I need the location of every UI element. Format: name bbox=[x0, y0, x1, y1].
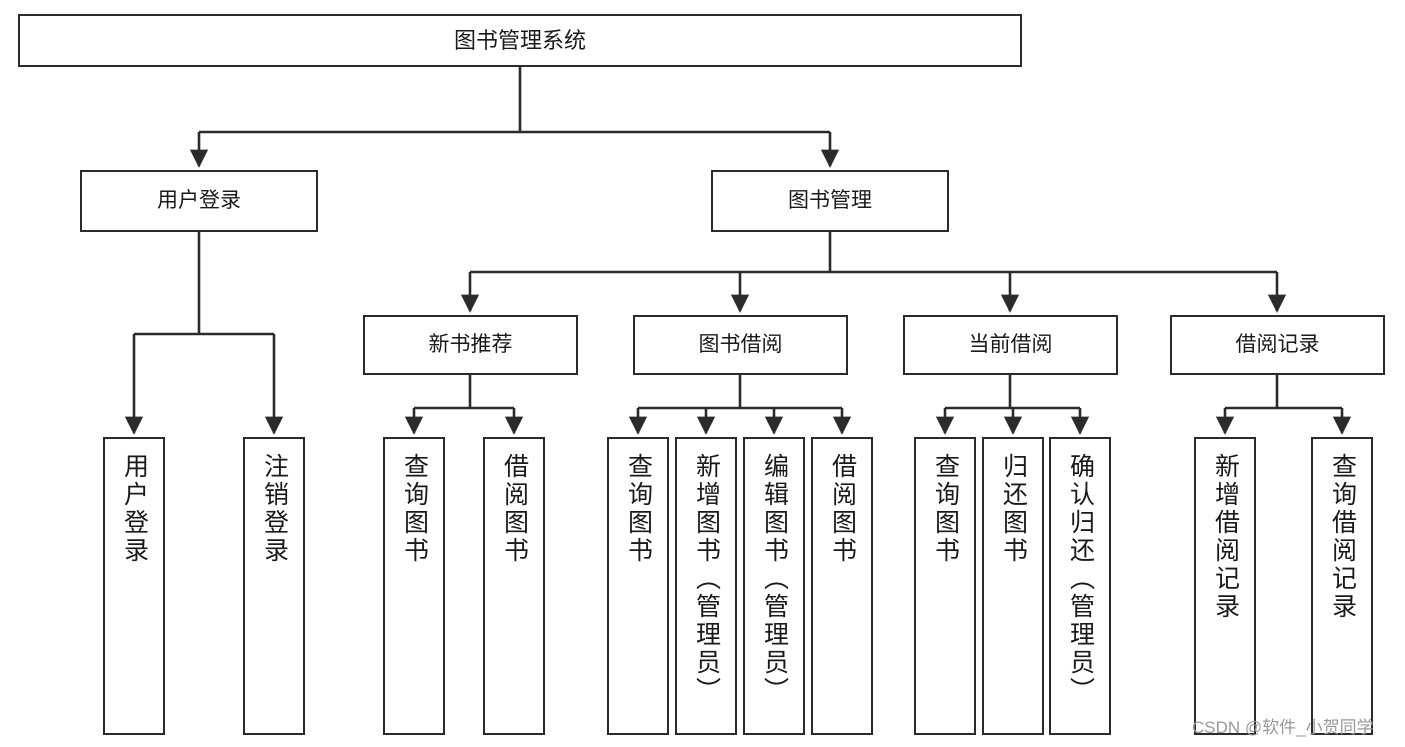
node-label: 借阅图书 bbox=[828, 453, 857, 565]
leaf-borrow-edit-book-admin[interactable]: 编辑图书（管理员） bbox=[743, 437, 805, 735]
node-label: 编辑图书（管理员） bbox=[760, 453, 789, 705]
node-label: 用户登录 bbox=[120, 453, 149, 565]
node-label: 借阅图书 bbox=[500, 453, 529, 565]
leaf-borrow-add-book-admin[interactable]: 新增图书（管理员） bbox=[675, 437, 737, 735]
node-root-book-management-system[interactable]: 图书管理系统 bbox=[18, 14, 1022, 67]
node-label: 新增借阅记录 bbox=[1211, 453, 1240, 621]
leaf-recommend-query-book[interactable]: 查询图书 bbox=[383, 437, 445, 735]
node-label: 图书借阅 bbox=[698, 332, 783, 356]
leaf-user-login-logout[interactable]: 注销登录 bbox=[243, 437, 305, 735]
node-label: 注销登录 bbox=[260, 453, 289, 565]
leaf-recommend-borrow-book[interactable]: 借阅图书 bbox=[483, 437, 545, 735]
leaf-current-confirm-return-admin[interactable]: 确认归还（管理员） bbox=[1049, 437, 1111, 735]
node-book-borrow[interactable]: 图书借阅 bbox=[633, 315, 848, 375]
node-label: 当前借阅 bbox=[968, 332, 1053, 356]
node-label: 查询借阅记录 bbox=[1328, 453, 1357, 621]
leaf-borrow-borrow-book[interactable]: 借阅图书 bbox=[811, 437, 873, 735]
leaf-current-return-book[interactable]: 归还图书 bbox=[982, 437, 1044, 735]
node-label: 用户登录 bbox=[157, 188, 241, 212]
node-book-management[interactable]: 图书管理 bbox=[711, 170, 949, 232]
node-label: 查询图书 bbox=[931, 453, 960, 565]
leaf-borrow-query-book[interactable]: 查询图书 bbox=[607, 437, 669, 735]
node-label: 新书推荐 bbox=[428, 332, 513, 356]
node-new-book-recommend[interactable]: 新书推荐 bbox=[363, 315, 578, 375]
node-current-borrow[interactable]: 当前借阅 bbox=[903, 315, 1118, 375]
node-label: 查询图书 bbox=[624, 453, 653, 565]
node-label: 新增图书（管理员） bbox=[692, 453, 721, 705]
node-label: 图书管理系统 bbox=[453, 27, 586, 53]
leaf-record-add-record[interactable]: 新增借阅记录 bbox=[1194, 437, 1256, 735]
node-label: 归还图书 bbox=[999, 453, 1028, 565]
node-label: 确认归还（管理员） bbox=[1066, 453, 1095, 705]
leaf-user-login-login[interactable]: 用户登录 bbox=[103, 437, 165, 735]
node-label: 查询图书 bbox=[400, 453, 429, 565]
leaf-current-query-book[interactable]: 查询图书 bbox=[914, 437, 976, 735]
node-borrow-record[interactable]: 借阅记录 bbox=[1170, 315, 1385, 375]
node-label: 图书管理 bbox=[788, 188, 872, 212]
leaf-record-query-record[interactable]: 查询借阅记录 bbox=[1311, 437, 1373, 735]
node-user-login[interactable]: 用户登录 bbox=[80, 170, 318, 232]
node-label: 借阅记录 bbox=[1235, 332, 1320, 356]
